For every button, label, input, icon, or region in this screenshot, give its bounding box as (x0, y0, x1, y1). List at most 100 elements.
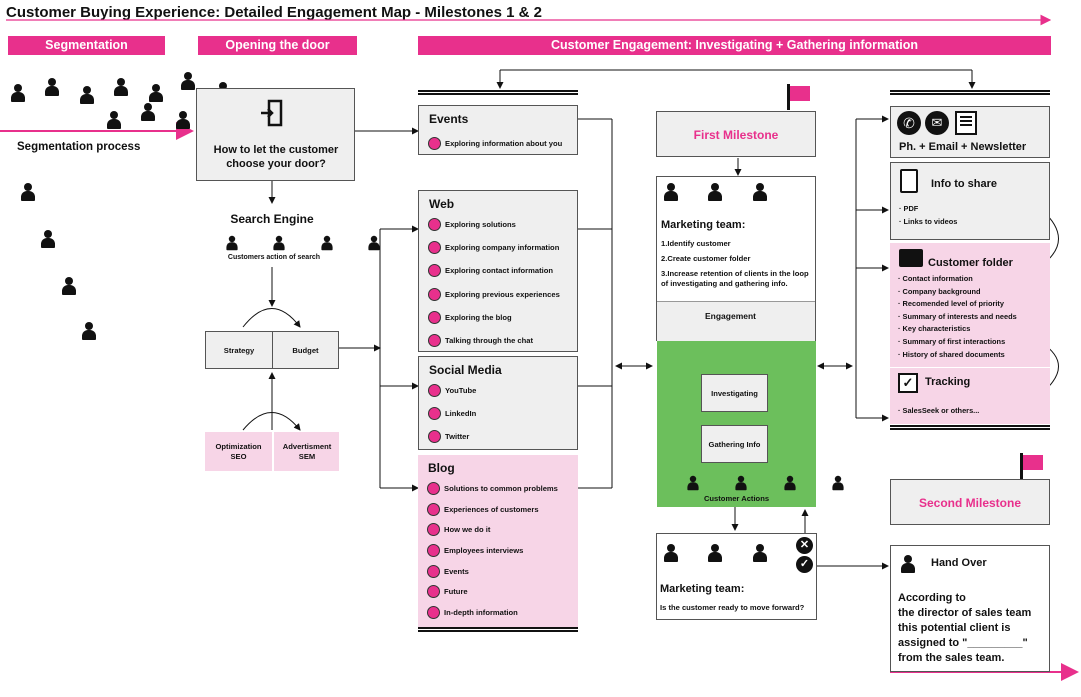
folder-icon (899, 249, 923, 267)
bullet-icon (428, 136, 441, 150)
header-customer-engagement: Customer Engagement: Investigating + Gat… (418, 36, 1051, 55)
marketing-steps: 1.Identify customer 2.Create customer fo… (661, 239, 813, 289)
folder-item: · Summary of interests and needs (898, 311, 1017, 321)
list-item-label: Events (444, 566, 469, 576)
list-item: Future (427, 581, 574, 602)
check-icon: ✓ (796, 556, 813, 573)
bullet-icon (427, 481, 440, 495)
folder-item: · Key characteristics (898, 324, 971, 334)
list-item-label: Exploring contact information (445, 266, 554, 276)
folder-title: Customer folder (928, 257, 1013, 269)
marketing-team-title: Marketing team: (661, 219, 746, 231)
strategy-label: Strategy (223, 346, 255, 355)
step-2: 2.Create customer folder (661, 254, 751, 263)
hand-over-box: Hand Over According to the director of s… (890, 545, 1050, 672)
list-item: YouTube (428, 379, 573, 402)
gathering-label: Gathering Info (708, 440, 761, 449)
tracking-title: Tracking (925, 376, 971, 388)
bullet-icon (428, 287, 441, 301)
list-item-label: YouTube (445, 386, 477, 395)
door-exit-icon (259, 99, 285, 127)
bullet-icon (428, 241, 441, 255)
info-item: · PDF (899, 204, 919, 213)
folder-item: · History of shared documents (898, 349, 1005, 359)
contact-box: ✆ ✉ Ph. + Email + Newsletter (890, 106, 1050, 158)
hand-over-text: According to the director of sales team … (898, 591, 1048, 666)
bullet-icon (427, 523, 440, 537)
folder-list: · Contact information· Company backgroun… (898, 273, 1017, 361)
social-title: Social Media (429, 363, 502, 377)
list-item-label: Talking through the chat (445, 336, 534, 346)
team-icon (663, 183, 767, 203)
budget-label: Budget (292, 346, 319, 355)
person-icon (40, 230, 56, 248)
list-item-label: Exploring company information (445, 243, 560, 253)
bullet-icon (428, 430, 441, 443)
bullet-icon (427, 605, 440, 619)
door-box: How to let the customer choose your door… (196, 88, 355, 181)
customer-actions-label: Customer Actions (703, 494, 770, 503)
bullet-icon (428, 334, 441, 348)
sem-label: Advertisment SEM (282, 442, 332, 461)
budget-box: Budget (272, 331, 339, 369)
newsletter-icon (955, 111, 977, 135)
list-item-label: How we do it (444, 525, 491, 535)
info-title: Info to share (931, 178, 998, 190)
list-item: Exploring information about you (428, 132, 573, 155)
clipboard-icon (900, 169, 918, 193)
segmentation-process-label: Segmentation process (17, 141, 141, 153)
hand-over-line: assigned to "_________" (898, 637, 1028, 649)
info-list: · PDF · Links to videos (899, 203, 957, 228)
folder-item: · Summary of first interactions (898, 336, 1006, 346)
seo-label: Optimization SEO (215, 442, 262, 461)
list-item-label: Employees interviews (444, 545, 524, 555)
list-item: Exploring previous experiences (428, 283, 573, 306)
email-icon: ✉ (925, 111, 949, 135)
folder-item: · Company background (898, 286, 981, 296)
bullet-icon (428, 384, 441, 397)
list-item: Talking through the chat (428, 329, 573, 352)
ready-title: Marketing team: (660, 583, 745, 595)
search-caption: Customers action of search (227, 254, 321, 261)
bullet-icon (428, 218, 441, 232)
hand-over-line: According to (898, 592, 966, 604)
list-item: Solutions to common problems (427, 478, 574, 499)
list-item: Employees interviews (427, 540, 574, 561)
first-milestone-label: First Milestone (693, 128, 779, 142)
list-item: Experiences of customers (427, 499, 574, 520)
crowd-icon (8, 70, 230, 129)
list-item: Exploring solutions (428, 213, 573, 236)
divider (890, 425, 1050, 430)
hand-over-line: the director of sales team (898, 607, 1032, 619)
search-engine-label: Search Engine (230, 212, 314, 226)
door-question: How to let the customer choose your door… (213, 144, 339, 170)
divider (890, 90, 1050, 95)
sem-box: Advertisment SEM (273, 432, 339, 471)
list-item: LinkedIn (428, 402, 573, 425)
list-item-label: Future (444, 587, 468, 597)
team-icon (663, 544, 767, 564)
events-box: Events Exploring information about you (418, 105, 578, 155)
strategy-box: Strategy (205, 331, 273, 369)
person-icon (61, 277, 77, 295)
list-item-label: Experiences of customers (444, 504, 539, 514)
blog-title: Blog (428, 461, 455, 475)
info-item: · Links to videos (899, 216, 958, 226)
hand-over-line: from the sales team. (898, 652, 1005, 664)
list-item-label: Exploring information about you (445, 138, 563, 148)
second-milestone-box: Second Milestone (890, 479, 1050, 525)
person-icon (20, 183, 36, 201)
investigating-box: Investigating (701, 374, 768, 412)
contact-label: Ph. + Email + Newsletter (899, 141, 1027, 153)
info-box: Info to share · PDF · Links to videos (890, 162, 1050, 240)
tracking-list: · SalesSeek or others... (898, 405, 979, 418)
list-item: Twitter (428, 425, 573, 448)
marketing-team-box: Marketing team: 1.Identify customer 2.Cr… (656, 176, 816, 341)
page-title: Customer Buying Experience: Detailed Eng… (6, 4, 542, 21)
divider (418, 627, 578, 632)
search-users-icon (224, 234, 380, 252)
list-item: Exploring the blog (428, 306, 573, 329)
